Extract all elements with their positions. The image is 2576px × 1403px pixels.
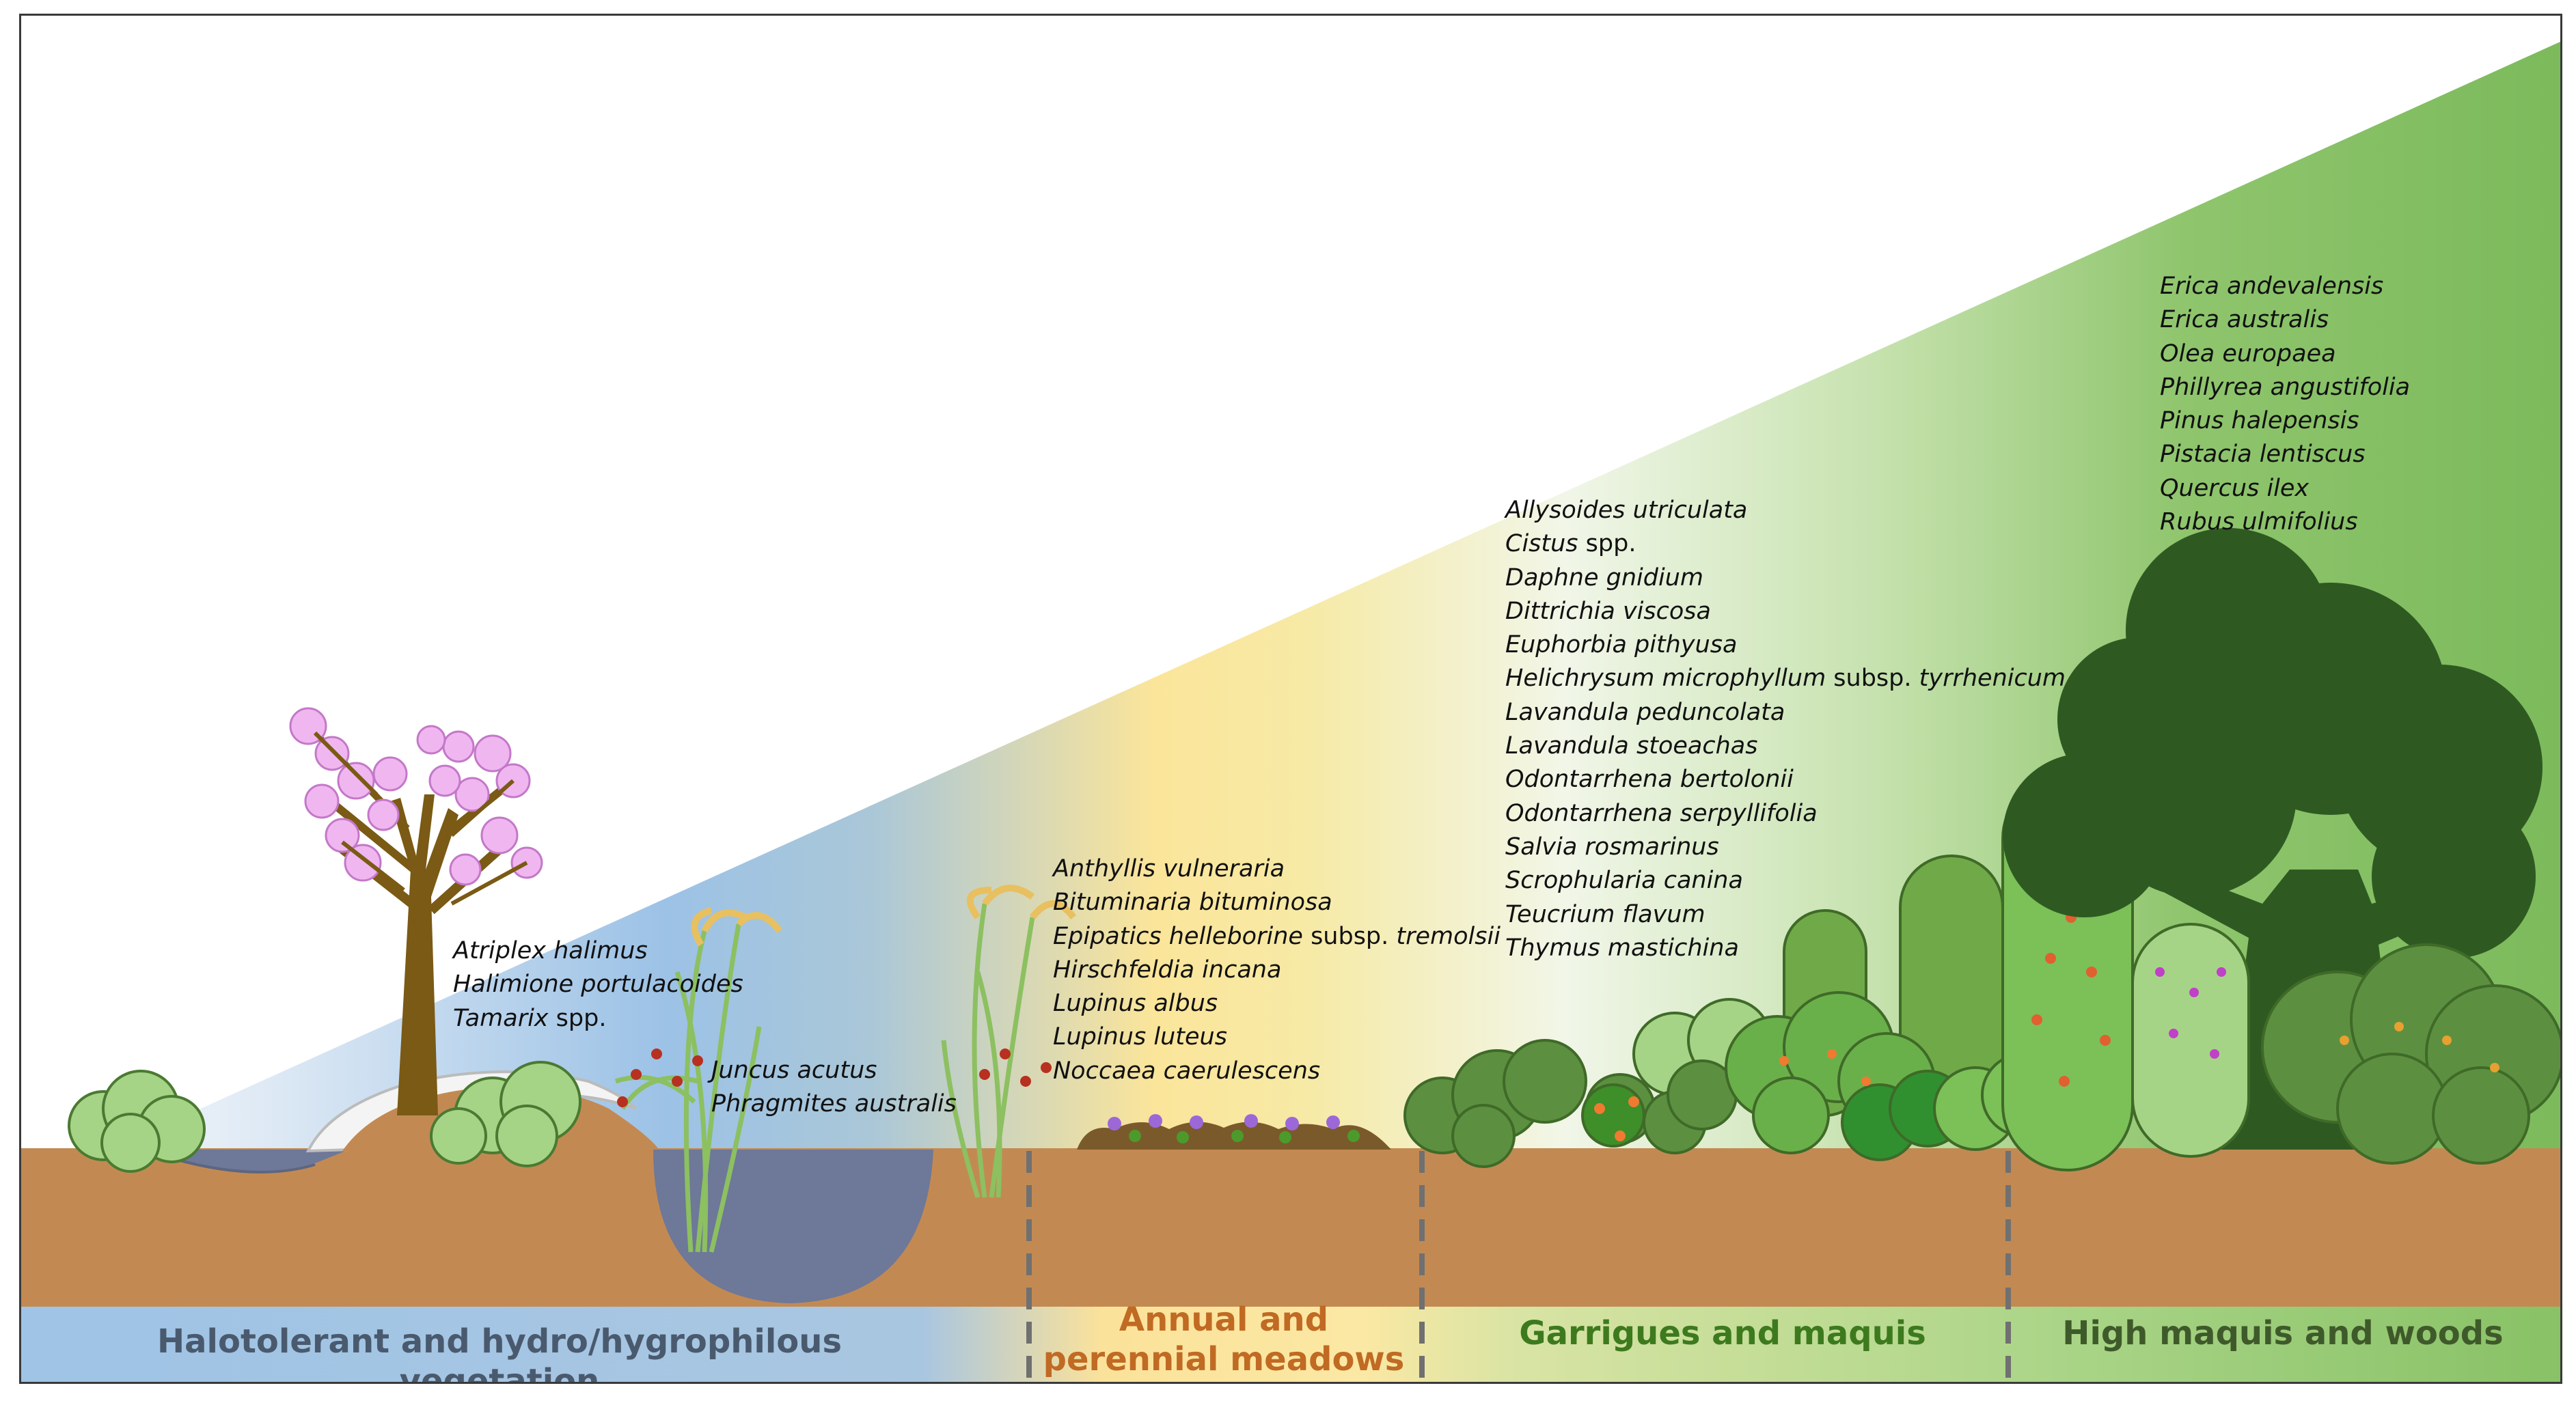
species-item: Bituminaria bituminosa: [1053, 889, 1332, 917]
species-item: Phillyrea angustifolia: [2160, 373, 2411, 401]
species-item: Juncus acutus: [711, 1057, 877, 1084]
species-item: Quercus ilex: [2160, 474, 2310, 502]
reed-plumes-left: [691, 907, 782, 947]
species-item: Phragmites australis: [711, 1090, 957, 1118]
shrub-left: [68, 1070, 206, 1173]
lentisk-berries: [2340, 1022, 2499, 1072]
reed-plumes-right: [966, 885, 1076, 920]
species-item: Dittrichia viscosa: [1505, 597, 1711, 625]
zone-label-meadows: Annual and perennial meadows: [1043, 1301, 1405, 1378]
soil-layer: [21, 1148, 2560, 1307]
zone-band: [21, 1307, 2560, 1382]
zone-label-garrigues: Garrigues and maquis: [1519, 1314, 1926, 1352]
myrtle-berries: [2155, 967, 2226, 1059]
meadow-plants: [1077, 1114, 1391, 1150]
species-item: Hirschfeldia incana: [1053, 956, 1282, 984]
rush-flowers-right: [979, 1048, 1052, 1087]
species-item: Olea europaea: [2160, 339, 2336, 367]
species-item: Odontarrhena serpyllifolia: [1505, 799, 1818, 827]
species-item: Pistacia lentiscus: [2160, 441, 2366, 469]
species-item: Cistus spp.: [1505, 530, 1636, 558]
lentisk-shrub: [2261, 943, 2560, 1165]
species-item: Allysoides utriculata: [1505, 497, 1748, 524]
species-item: Lavandula peduncolata: [1505, 698, 1785, 726]
species-item: Scrophularia canina: [1505, 867, 1743, 895]
zone-label-halotolerant: Halotolerant and hydro/hygrophilous vege…: [156, 1322, 842, 1384]
species-item: Helichrysum microphyllum subsp. tyrrheni…: [1505, 665, 2066, 693]
species-item: Daphne gnidium: [1505, 564, 1703, 592]
species-item: Anthyllis vulneraria: [1053, 855, 1285, 883]
species-item: Lupinus albus: [1053, 990, 1218, 1018]
species-item: Halimione portulacoides: [453, 971, 743, 999]
species-item: Lupinus luteus: [1053, 1023, 1227, 1051]
reeds-left: [614, 923, 762, 1253]
species-item: Pinus halepensis: [2160, 407, 2359, 435]
species-item: Thymus mastichina: [1505, 934, 1739, 962]
species-item: Epipatics helleborine subsp. tremolsii: [1053, 922, 1501, 950]
myrtle-shrub: [2131, 923, 2250, 1158]
garrigue-berries: [1594, 1049, 1871, 1141]
species-item: Atriplex halimus: [453, 937, 648, 964]
species-item: Rubus ulmifolius: [2160, 508, 2358, 536]
species-item: Erica andevalensis: [2160, 273, 2384, 300]
species-item: Odontarrhena bertolonii: [1505, 766, 1794, 794]
species-item: Erica australis: [2160, 306, 2329, 334]
species-item: Salvia rosmarinus: [1505, 833, 1719, 861]
deep-pond: [653, 1150, 933, 1303]
species-item: Lavandula stoeachas: [1505, 732, 1758, 760]
vegetation-diagram: [21, 42, 2560, 1382]
tamarix-tree: [289, 707, 543, 1115]
zone-label-woods: High maquis and woods: [2062, 1314, 2504, 1352]
species-item: Noccaea caerulescens: [1053, 1057, 1321, 1085]
shallow-pond: [144, 1150, 349, 1171]
species-item: Tamarix spp.: [453, 1004, 607, 1032]
species-item: Teucrium flavum: [1505, 900, 1705, 928]
reeds-right: [941, 903, 1035, 1199]
rush-flowers-left: [617, 1048, 703, 1107]
oak-tree: [2003, 528, 2543, 1150]
shrub-mound: [430, 1061, 581, 1167]
species-item: Euphorbia pithyusa: [1505, 631, 1738, 659]
